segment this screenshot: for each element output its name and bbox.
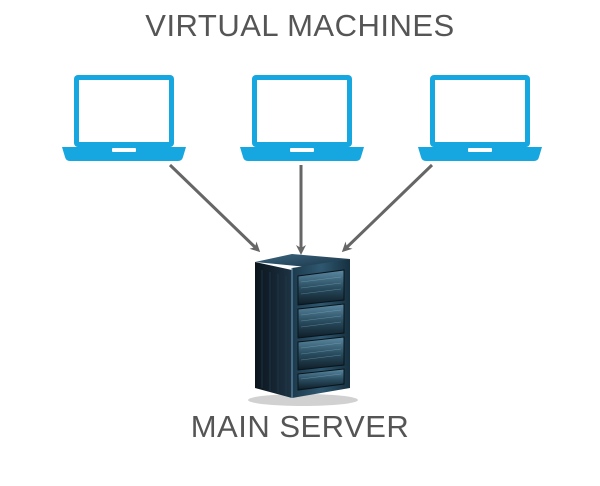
arrow-down-icon bbox=[341, 163, 434, 253]
laptop-icon bbox=[62, 75, 186, 161]
laptop-icon bbox=[418, 75, 542, 161]
laptop-icon bbox=[240, 75, 364, 161]
virtual-machines-title: VIRTUAL MACHINES bbox=[145, 8, 455, 43]
main-server-label: MAIN SERVER bbox=[190, 409, 410, 444]
arrow-down-icon bbox=[168, 163, 261, 253]
server-rack-icon bbox=[248, 254, 358, 406]
